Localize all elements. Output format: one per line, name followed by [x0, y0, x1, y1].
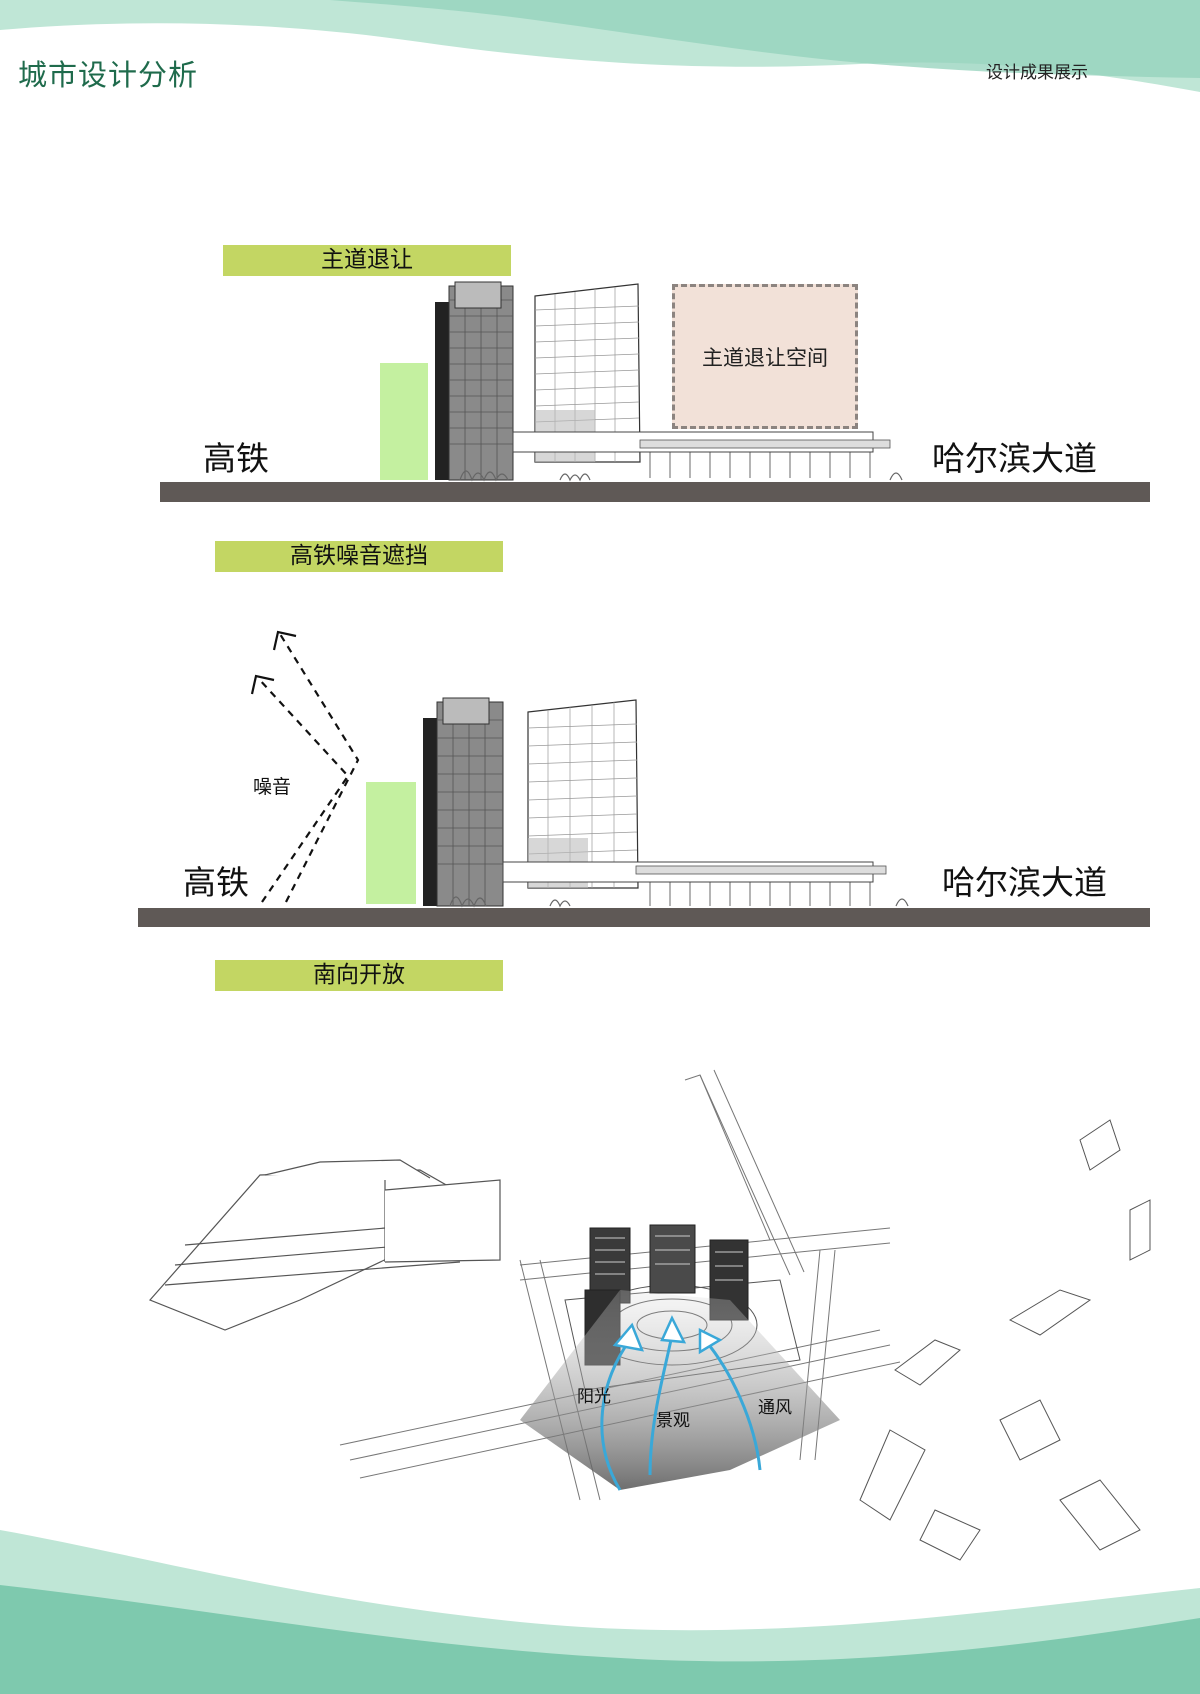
ground-line-2	[138, 908, 1150, 927]
ventilation-label: 通风	[758, 1398, 792, 1418]
tower-a2-body	[436, 701, 504, 907]
setback-space-label: 主道退让空间	[702, 345, 828, 370]
tower-a2-dark	[423, 718, 437, 906]
surrounding-buildings	[859, 1119, 1151, 1561]
podium-roof	[639, 439, 891, 449]
harbin-avenue-label-1: 哈尔滨大道	[932, 439, 1097, 478]
page-subtitle: 设计成果展示	[986, 63, 1088, 83]
hsr-label-1: 高铁	[203, 439, 269, 478]
noise-arrows	[257, 633, 360, 903]
tower-a2-top	[442, 697, 490, 725]
station-building	[148, 1159, 501, 1331]
podium-2-roof	[635, 865, 887, 875]
tower-a-top	[454, 281, 502, 309]
south-arrows	[600, 1334, 762, 1491]
tower-a-dark	[435, 302, 449, 480]
noise-label: 噪音	[253, 776, 292, 798]
green-barrier-2	[366, 782, 416, 904]
section-tag-hsr-noise-shield: 高铁噪音遮挡	[215, 541, 503, 572]
south-arrowheads	[612, 1315, 723, 1355]
green-barrier-1	[380, 363, 428, 480]
elevation-1-building-drawing	[435, 281, 903, 482]
south-fan	[520, 1290, 840, 1490]
setback-space-box: 主道退让空间	[672, 284, 858, 429]
ground-line-1	[160, 482, 1150, 502]
section-tag-south-opening: 南向开放	[215, 960, 503, 991]
page-title: 城市设计分析	[18, 58, 199, 92]
podium-fence	[649, 452, 871, 478]
elevation-2-building-drawing	[250, 630, 909, 908]
trees	[459, 470, 903, 482]
landscape-label: 景观	[656, 1411, 690, 1431]
bottom-wave-mid	[0, 1585, 1200, 1694]
harbin-avenue-label-2: 哈尔滨大道	[942, 863, 1107, 902]
sunlight-label: 阳光	[577, 1387, 611, 1407]
trees-2	[449, 896, 909, 908]
top-wave-mid	[330, 0, 1200, 78]
podium-2-fence	[649, 882, 871, 906]
noise-arrowheads	[250, 630, 297, 695]
section-tag-main-road-setback: 主道退让	[223, 245, 511, 276]
hsr-label-2: 高铁	[183, 863, 249, 902]
tower-a-grid	[449, 286, 513, 480]
